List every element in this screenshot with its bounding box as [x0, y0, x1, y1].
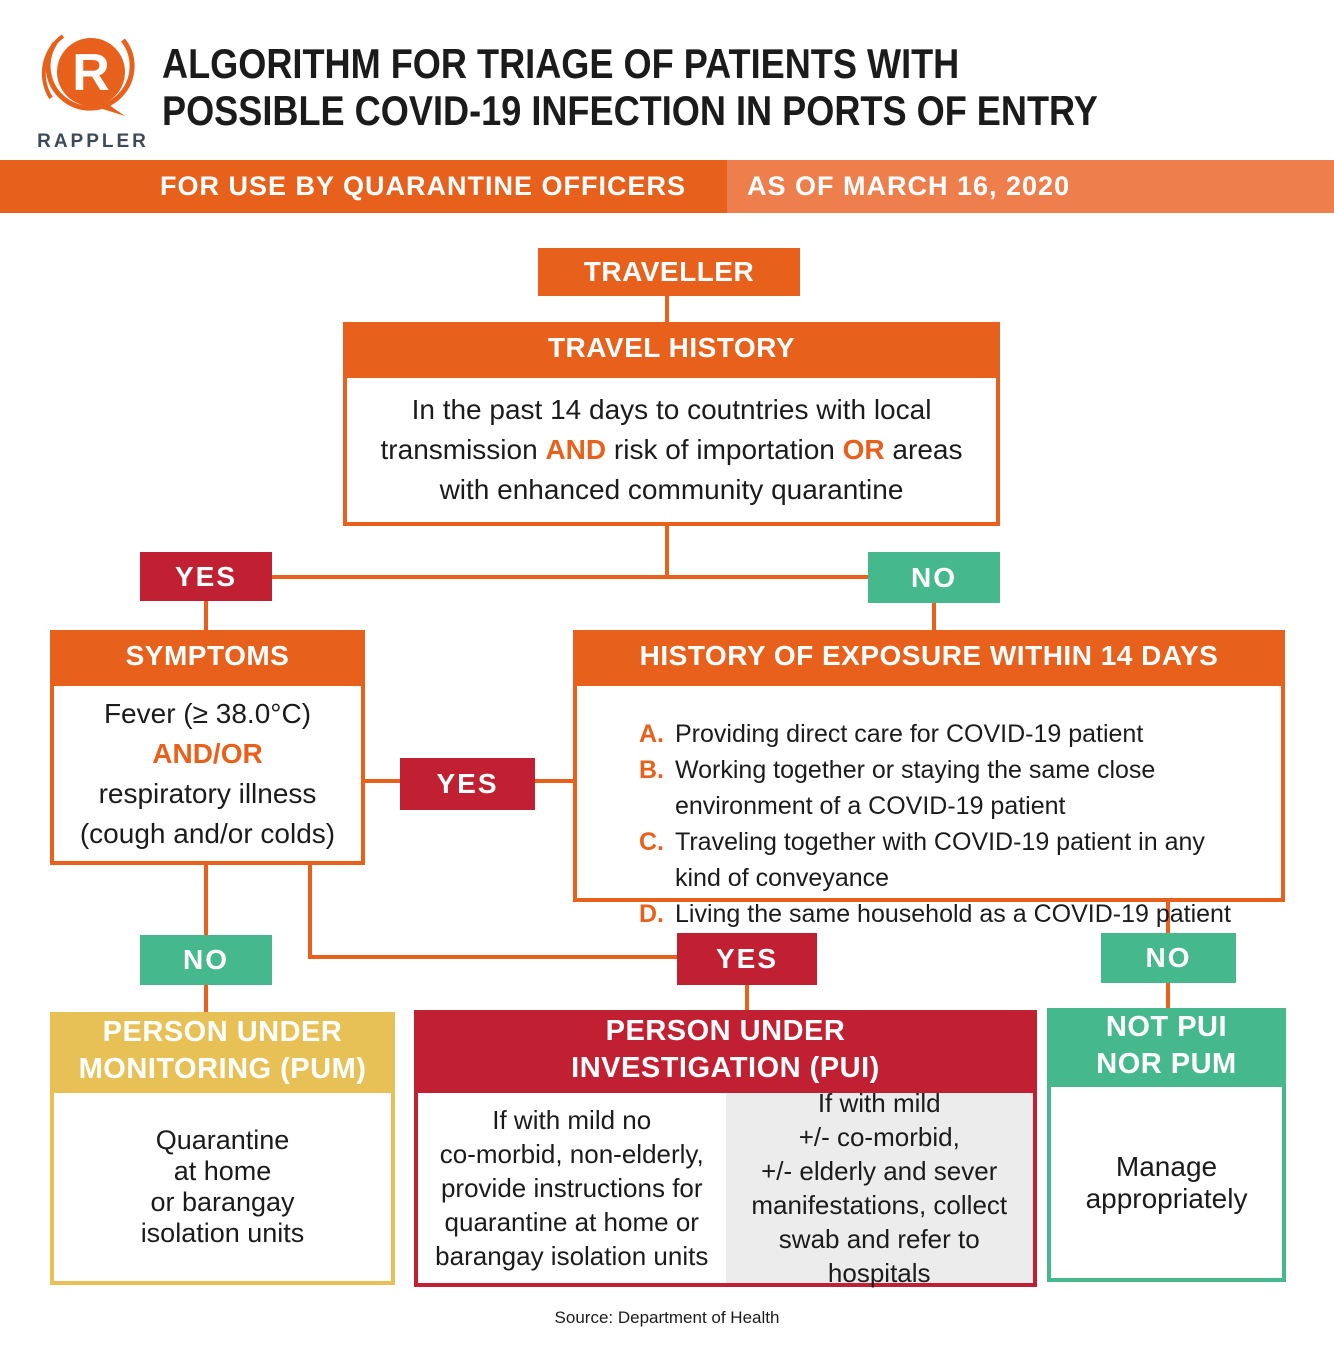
- decision-travel-no: NO: [868, 552, 1000, 603]
- banner-date: AS OF MARCH 16, 2020: [727, 160, 1334, 213]
- travel-history-body: In the past 14 days to coutntries with l…: [343, 374, 1000, 526]
- connector-yes-pui: [745, 985, 749, 1012]
- connector-symptoms-elbow-horizontal: [308, 955, 677, 959]
- connector-branch-horizontal: [272, 575, 869, 579]
- pui-mild-comorbid-text: If with mild+/- co-morbid,+/- elderly an…: [751, 1088, 1008, 1288]
- rappler-logo-text: RAPPLER: [37, 131, 149, 152]
- exposure-list-item: D.Living the same household as a COVID-1…: [639, 900, 1231, 928]
- page-title-line1: ALGORITHM FOR TRIAGE OF PATIENTS WITH: [162, 40, 960, 87]
- page-title: ALGORITHM FOR TRIAGE OF PATIENTS WITH PO…: [162, 40, 1250, 134]
- decision-symptoms-yes: YES: [400, 758, 535, 810]
- banner-audience-label: FOR USE BY QUARANTINE OFFICERS: [160, 171, 687, 201]
- connector-yes-symptoms: [204, 601, 208, 630]
- rappler-logo-mark: R: [41, 34, 135, 116]
- exposure-header: HISTORY OF EXPOSURE WITHIN 14 DAYS: [573, 630, 1285, 682]
- traveller-box: TRAVELLER: [538, 248, 800, 296]
- connector-no-exposure: [932, 603, 936, 630]
- connector-symptoms-yes: [365, 779, 400, 783]
- travel-history-text: In the past 14 days to coutntries with l…: [380, 394, 963, 505]
- banner-audience: FOR USE BY QUARANTINE OFFICERS: [0, 160, 727, 213]
- exposure-list-item: C.Traveling together with COVID-19 patie…: [639, 828, 1205, 892]
- travel-history-header: TRAVEL HISTORY: [343, 322, 1000, 374]
- svg-text:R: R: [72, 44, 110, 102]
- exposure-body: A.Providing direct care for COVID-19 pat…: [573, 682, 1285, 928]
- source-note: Source: Department of Health: [554, 1308, 780, 1327]
- page-title-line2: POSSIBLE COVID-19 INFECTION IN PORTS OF …: [162, 87, 1098, 134]
- connector-exposure-no: [1166, 902, 1170, 933]
- exposure-list-item: B.Working together or staying the same c…: [639, 756, 1156, 820]
- connector-yes-exposure: [535, 779, 573, 783]
- connector-symptoms-elbow-vertical: [308, 865, 312, 959]
- banner-date-label: AS OF MARCH 16, 2020: [747, 171, 1071, 201]
- decision-exposure-no: NO: [1101, 933, 1236, 983]
- exposure-list-item: A.Providing direct care for COVID-19 pat…: [639, 720, 1144, 748]
- connector-symptoms-no: [204, 865, 208, 935]
- decision-exposure-yes: YES: [677, 933, 817, 985]
- connector-history-branch: [665, 526, 669, 577]
- symptoms-header: SYMPTOMS: [50, 630, 365, 682]
- connector-no-notpui: [1166, 983, 1170, 1008]
- pui-mild-comorbid-panel: If with mild+/- co-morbid,+/- elderly an…: [725, 1088, 1033, 1288]
- connector-no-pum: [204, 985, 208, 1012]
- decision-symptoms-no: NO: [140, 935, 272, 985]
- decision-travel-yes: YES: [140, 552, 272, 601]
- connector-traveller-history: [665, 296, 669, 322]
- rappler-logo: R RAPPLER: [33, 28, 153, 152]
